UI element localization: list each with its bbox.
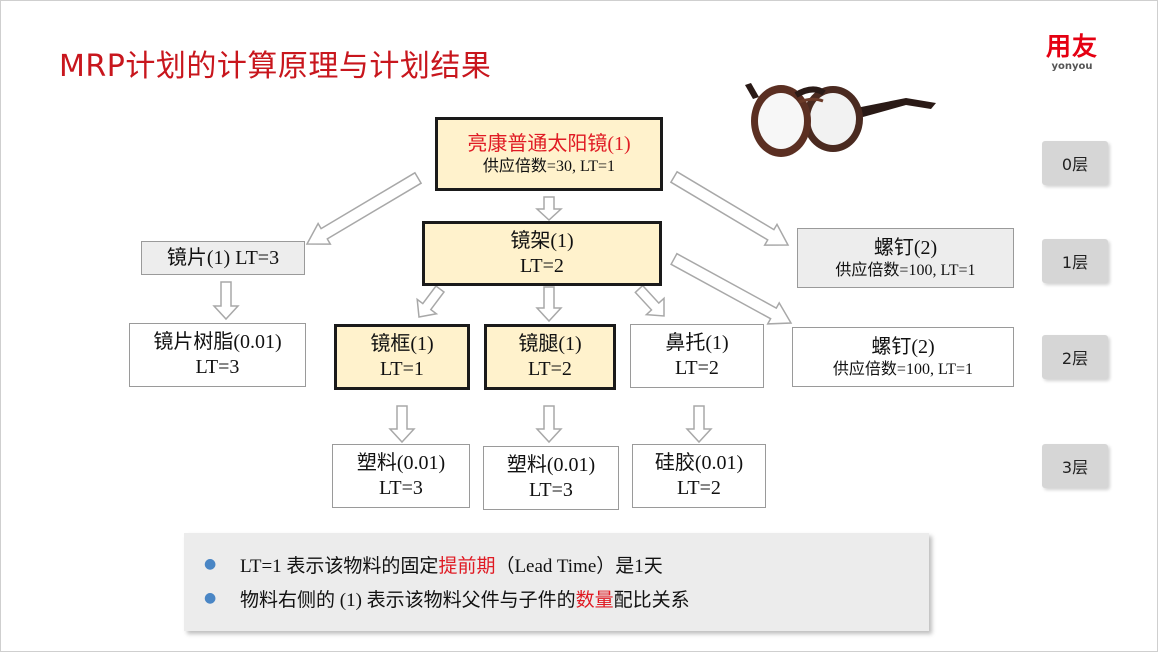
node-lens: 镜片(1) LT=3 — [141, 241, 305, 275]
logo-cn-text: 用友 — [1045, 32, 1098, 61]
node-screw-a: 螺钉(2) 供应倍数=100, LT=1 — [797, 228, 1014, 288]
arrow-frame-to-rim — [416, 284, 446, 318]
bullet-icon: ● — [204, 556, 217, 572]
node-plastic-b-detail: LT=3 — [529, 479, 573, 501]
arrow-frame-to-temple — [535, 286, 563, 323]
bullet-icon: ● — [204, 590, 217, 606]
page-title: MRP计划的计算原理与计划结果 — [59, 49, 492, 84]
node-nose-pad-name: 鼻托(1) — [665, 332, 729, 354]
layer-label-3: 3层 — [1042, 444, 1108, 488]
layer-label-2: 2层 — [1042, 335, 1108, 379]
node-screw-b: 螺钉(2) 供应倍数=100, LT=1 — [792, 327, 1014, 387]
arrow-frame-to-nose-pad — [634, 284, 665, 317]
node-lens-name: 镜片(1) LT=3 — [166, 246, 280, 269]
notes-panel: ● LT=1 表示该物料的固定提前期（Lead Time）是1天 ● 物料右侧的… — [184, 533, 929, 631]
yonyou-logo: 用友 yonyou — [1041, 33, 1103, 73]
node-lens-resin: 镜片树脂(0.01) LT=3 — [129, 323, 306, 387]
node-plastic-a: 塑料(0.01) LT=3 — [332, 444, 470, 508]
node-temple: 镜腿(1) LT=2 — [484, 324, 616, 390]
node-silicone-detail: LT=2 — [677, 477, 721, 499]
node-plastic-b-name: 塑料(0.01) — [506, 454, 596, 476]
arrow-nose-pad-to-silicone — [685, 405, 713, 444]
arrow-lens-to-resin — [212, 281, 240, 321]
layer-label-0: 0层 — [1042, 141, 1108, 185]
node-rim-detail: LT=1 — [380, 358, 424, 380]
logo-en-text: yonyou — [1051, 61, 1093, 72]
note-1-post: （Lead Time）是1天 — [495, 555, 663, 577]
arrow-frame-to-screw-b — [670, 252, 793, 325]
node-frame-detail: LT=2 — [520, 254, 564, 277]
node-plastic-b: 塑料(0.01) LT=3 — [483, 446, 619, 510]
note-line-2: ● 物料右侧的 (1) 表示该物料父件与子件的数量配比关系 — [204, 581, 929, 615]
arrow-temple-to-plastic — [535, 405, 563, 444]
node-sunglasses-name: 亮康普通太阳镜(1) — [467, 132, 631, 155]
node-frame: 镜架(1) LT=2 — [422, 221, 662, 286]
node-nose-pad-detail: LT=2 — [675, 357, 719, 379]
note-2-post: 配比关系 — [613, 589, 690, 611]
node-silicone: 硅胶(0.01) LT=2 — [632, 444, 766, 508]
node-plastic-a-name: 塑料(0.01) — [356, 452, 446, 474]
node-temple-name: 镜腿(1) — [518, 333, 582, 355]
node-screw-b-detail: 供应倍数=100, LT=1 — [832, 360, 974, 378]
arrow-rim-to-plastic — [388, 405, 416, 444]
node-lens-resin-name: 镜片树脂(0.01) — [153, 331, 282, 353]
node-sunglasses-detail: 供应倍数=30, LT=1 — [482, 157, 616, 175]
arrow-root-to-frame — [535, 196, 563, 222]
arrow-root-to-screw-a — [669, 170, 790, 246]
note-line-1: ● LT=1 表示该物料的固定提前期（Lead Time）是1天 — [204, 547, 929, 581]
arrow-root-to-lens — [305, 171, 423, 245]
node-silicone-name: 硅胶(0.01) — [654, 452, 744, 474]
note-2-pre: 物料右侧的 (1) 表示该物料父件与子件的 — [240, 589, 576, 611]
note-2-highlight: 数量 — [575, 589, 614, 611]
node-screw-b-name: 螺钉(2) — [871, 335, 935, 358]
note-1-pre: LT=1 表示该物料的固定 — [240, 555, 439, 577]
node-temple-detail: LT=2 — [528, 358, 572, 380]
node-lens-resin-detail: LT=3 — [195, 356, 240, 378]
node-frame-name: 镜架(1) — [510, 229, 574, 252]
node-rim: 镜框(1) LT=1 — [334, 324, 470, 390]
node-rim-name: 镜框(1) — [370, 333, 434, 355]
glasses-image — [745, 83, 936, 157]
node-screw-a-detail: 供应倍数=100, LT=1 — [835, 261, 976, 279]
layer-label-1: 1层 — [1042, 239, 1108, 283]
node-sunglasses: 亮康普通太阳镜(1) 供应倍数=30, LT=1 — [435, 117, 663, 191]
note-1-highlight: 提前期 — [438, 555, 496, 577]
node-nose-pad: 鼻托(1) LT=2 — [630, 324, 764, 388]
node-screw-a-name: 螺钉(2) — [873, 236, 938, 259]
node-plastic-a-detail: LT=3 — [379, 477, 423, 499]
